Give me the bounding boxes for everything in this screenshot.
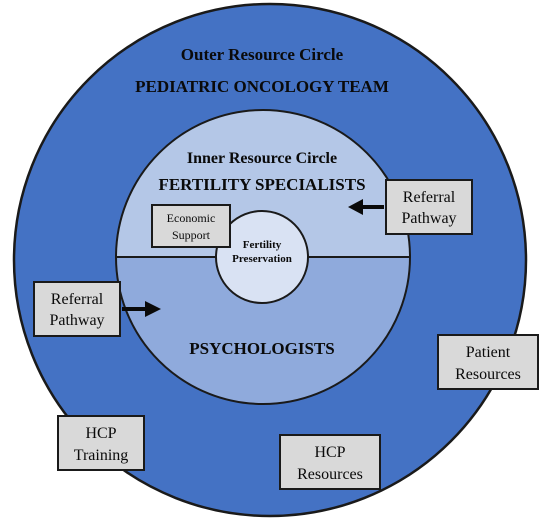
hcp-training-line1: HCP (85, 425, 116, 442)
fertility-specialists-label: FERTILITY SPECIALISTS (158, 175, 365, 194)
referral-right-arrow-icon (348, 199, 384, 215)
outer-circle-title: Outer Resource Circle (181, 45, 344, 64)
patient-resources-box: Patient Resources (437, 334, 539, 390)
hcp-resources-box: HCP Resources (279, 434, 381, 490)
fertility-preservation-circle (215, 210, 309, 304)
hcp-resources-line1: HCP (314, 444, 345, 461)
hcp-resources-line2: Resources (297, 466, 363, 483)
center-label-line1: Fertility (243, 239, 282, 251)
referral-right-line1: Referral (403, 189, 456, 206)
team-label: PEDIATRIC ONCOLOGY TEAM (135, 77, 389, 96)
referral-left-arrow-icon (122, 301, 161, 317)
hcp-training-line2: Training (74, 447, 129, 464)
inner-circle-title: Inner Resource Circle (187, 150, 337, 167)
economic-support-line2: Support (172, 228, 211, 242)
center-label-line2: Preservation (232, 253, 292, 265)
patient-resources-line2: Resources (455, 366, 521, 383)
referral-left-line1: Referral (51, 291, 104, 308)
inner-circle-bottom-half (116, 257, 410, 404)
economic-support-box: Economic Support (151, 204, 231, 248)
hcp-training-box: HCP Training (57, 415, 145, 471)
referral-right-line2: Pathway (401, 210, 456, 227)
referral-pathway-right-box: Referral Pathway (385, 179, 473, 235)
referral-pathway-left-box: Referral Pathway (33, 281, 121, 337)
psychologists-label: PSYCHOLOGISTS (189, 339, 335, 358)
referral-left-line2: Pathway (49, 312, 104, 329)
economic-support-line1: Economic (167, 211, 216, 225)
patient-resources-line1: Patient (466, 344, 511, 361)
